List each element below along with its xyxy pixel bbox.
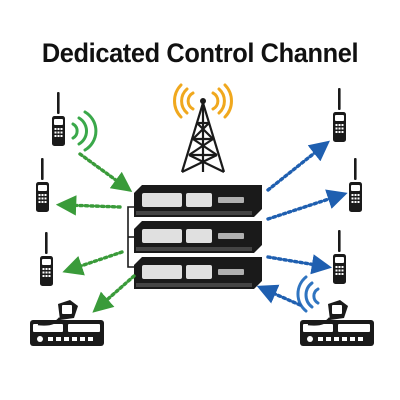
- link-repeater-to-mobile: [92, 274, 136, 313]
- link-handheld-to-repeater: [78, 152, 133, 192]
- voice-channel-links: [256, 140, 348, 307]
- link-repeater-to-handheld: [55, 195, 122, 216]
- link-repeater-to-handheld: [266, 140, 330, 192]
- diagram-title: Dedicated Control Channel: [41, 38, 359, 68]
- handheld-radio-icon: [349, 158, 362, 212]
- link-repeater-to-handheld: [266, 189, 348, 221]
- link-repeater-to-handheld: [266, 254, 333, 275]
- tower-wave-icon: [173, 83, 233, 119]
- handheld-radio-icon: [36, 158, 49, 212]
- voice-wave-icon: [296, 275, 320, 313]
- repeater-unit-middle: [134, 221, 262, 253]
- radio-tower-icon: [173, 83, 233, 173]
- handheld-radio-icon: [40, 232, 53, 286]
- link-repeater-to-handheld: [62, 250, 124, 276]
- control-channel-links: [55, 152, 136, 313]
- handheld-radio-icon: [333, 88, 346, 142]
- repeater-unit-top: [134, 185, 262, 217]
- radio-wave-icon: [71, 110, 98, 152]
- mobile-radio-icon-left: [28, 298, 106, 348]
- repeater-unit-bottom: [134, 257, 262, 289]
- handheld-radio-icon: [333, 230, 346, 284]
- link-mobile-to-repeater: [256, 284, 302, 307]
- repeater-bus-connector: [127, 206, 136, 268]
- handheld-radio-icon: [52, 92, 65, 146]
